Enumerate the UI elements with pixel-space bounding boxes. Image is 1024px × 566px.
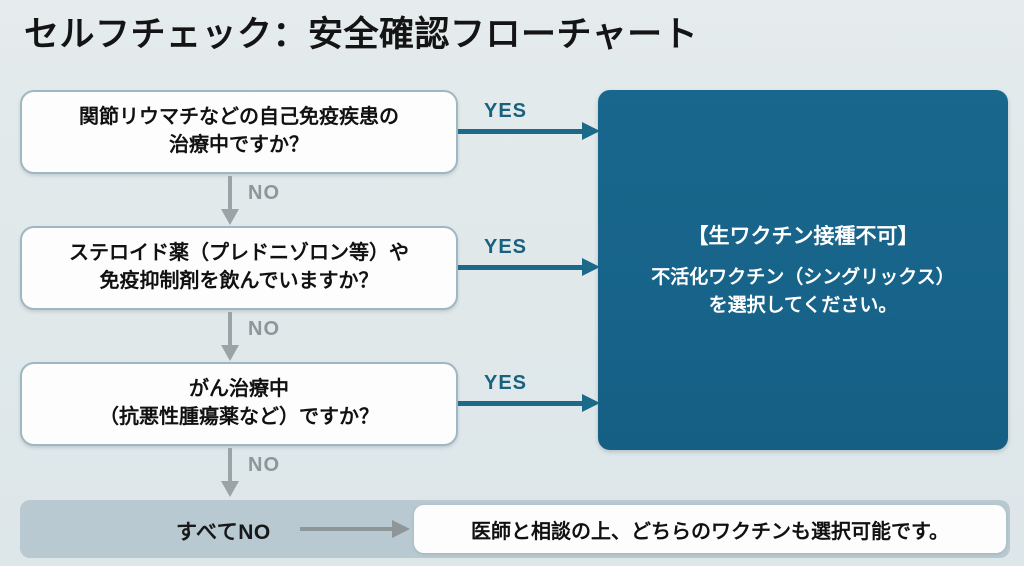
result-panel-live-vaccine-not-allowed: 【生ワクチン接種不可】 不活化ワクチン（シングリックス） を選択してください。 <box>598 90 1008 450</box>
final-result-text: 医師と相談の上、どちらのワクチンも選択可能です。 <box>471 520 949 543</box>
yes-label-2: YES <box>484 236 528 258</box>
yes-arrow-line-2 <box>458 265 584 270</box>
final-arrow-line <box>300 527 396 531</box>
result-panel-body: 不活化ワクチン（シングリックス） を選択してください。 <box>651 267 955 316</box>
yes-arrow-line-1 <box>458 129 584 134</box>
question-box-2[interactable]: ステロイド薬（プレドニゾロン等）や 免疫抑制剤を飲んでいますか？ <box>20 226 458 310</box>
no-label-3: NO <box>248 454 280 476</box>
question-box-1-text: 関節リウマチなどの自己免疫疾患の 治療中ですか？ <box>79 106 399 156</box>
no-arrow-head-icon-2 <box>221 345 239 361</box>
yes-connector-1: YES <box>458 100 600 164</box>
no-arrow-head-icon-3 <box>221 481 239 497</box>
yes-arrow-head-icon-2 <box>582 258 600 276</box>
no-arrow-head-icon-1 <box>221 209 239 225</box>
all-no-label: すべてNO <box>176 521 271 544</box>
yes-label-3: YES <box>484 372 528 394</box>
final-arrow-head-icon <box>392 520 410 538</box>
page-title: セルフチェック：安全確認フローチャート <box>24 15 699 54</box>
question-box-3[interactable]: がん治療中 （抗悪性腫瘍薬など）ですか？ <box>20 362 458 446</box>
final-result-box[interactable]: 医師と相談の上、どちらのワクチンも選択可能です。 <box>414 505 1006 553</box>
no-arrow-line-1 <box>228 176 232 212</box>
yes-arrow-head-icon-1 <box>582 122 600 140</box>
yes-label-1: YES <box>484 100 528 122</box>
yes-connector-2: YES <box>458 236 600 300</box>
result-panel-heading: 【生ワクチン接種不可】 <box>687 225 919 249</box>
question-box-2-text: ステロイド薬（プレドニゾロン等）や 免疫抑制剤を飲んでいますか？ <box>69 242 409 292</box>
question-box-1[interactable]: 関節リウマチなどの自己免疫疾患の 治療中ですか？ <box>20 90 458 174</box>
yes-arrow-head-icon-3 <box>582 394 600 412</box>
no-label-1: NO <box>248 182 280 204</box>
no-connector-1: NO <box>208 176 328 232</box>
question-box-3-text: がん治療中 （抗悪性腫瘍薬など）ですか？ <box>99 378 379 428</box>
no-arrow-line-3 <box>228 448 232 484</box>
no-connector-3: NO <box>208 448 328 504</box>
no-arrow-line-2 <box>228 312 232 348</box>
no-connector-2: NO <box>208 312 328 368</box>
yes-arrow-line-3 <box>458 401 584 406</box>
no-label-2: NO <box>248 318 280 340</box>
yes-connector-3: YES <box>458 372 600 436</box>
